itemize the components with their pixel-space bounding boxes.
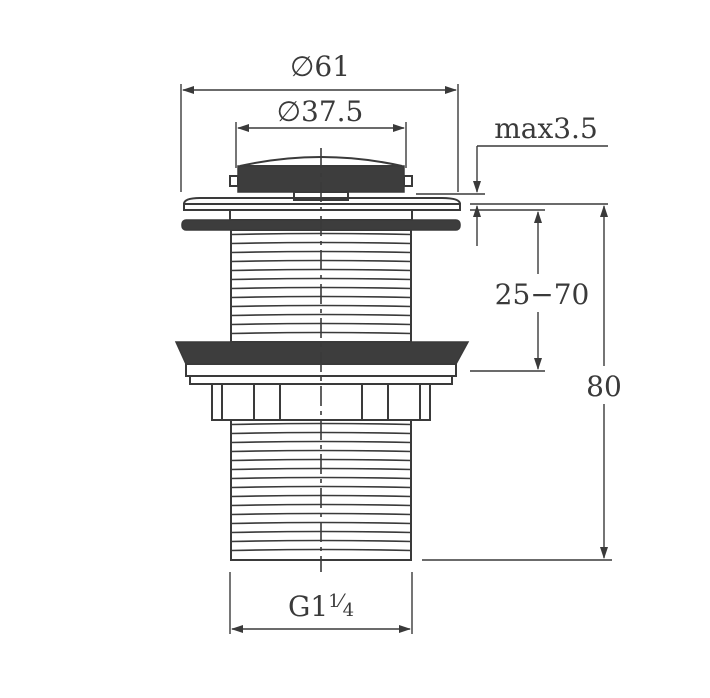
dim-thread: G11⁄4 <box>229 572 413 634</box>
dim-inner-diameter: ∅37.5 <box>235 95 407 168</box>
inner-diameter-label: ∅37.5 <box>277 95 364 128</box>
thread-label: G11⁄4 <box>288 590 354 623</box>
max-gap-label: max3.5 <box>494 112 598 145</box>
adjust-range-label: 25−70 <box>495 278 590 311</box>
dim-max-gap: max3.5 <box>416 112 608 246</box>
dim-outer-diameter: ∅61 <box>180 50 459 192</box>
locking-nut <box>174 341 470 385</box>
outer-diameter-label: ∅61 <box>290 50 350 83</box>
dim-adjust-range: 25−70 <box>470 209 590 372</box>
dim-total-height: 80 <box>422 205 622 561</box>
total-height-label: 80 <box>586 370 622 403</box>
